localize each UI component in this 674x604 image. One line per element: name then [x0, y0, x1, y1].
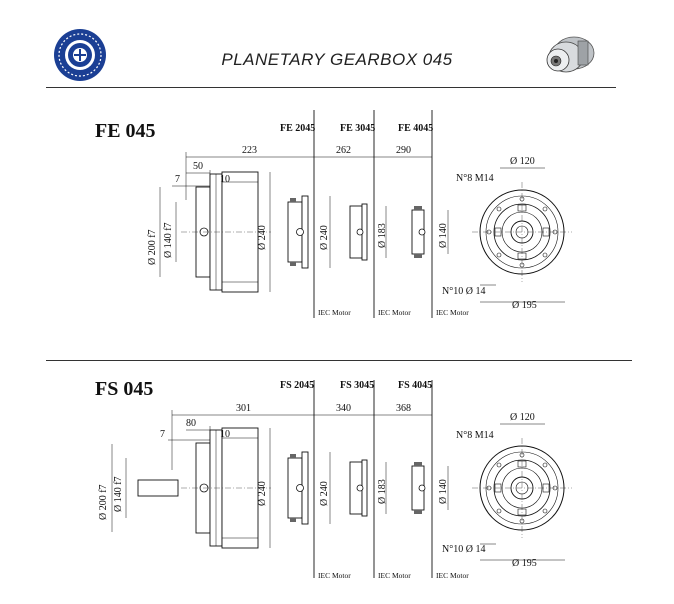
flange-outer: Ø 195: [512, 300, 537, 311]
flange-pcd: Ø 120: [510, 156, 535, 167]
variant-label: FS 2045: [280, 380, 315, 391]
diameter-label: Ø 183: [377, 223, 388, 248]
diameter-label: Ø 240: [319, 225, 330, 250]
length-dimension: 223: [242, 145, 257, 156]
motor-label: IEC Motor: [378, 571, 411, 580]
document-title: PLANETARY GEARBOX 045: [221, 50, 453, 69]
length-dimension: 262: [336, 145, 351, 156]
variant-label: FE 4045: [398, 123, 434, 134]
dimension-a: 7: [160, 429, 165, 440]
variant-label: FS 3045: [340, 380, 375, 391]
diameter-label: Ø 200 f7: [98, 484, 109, 520]
flange-pcd: Ø 120: [510, 412, 535, 423]
flange-bolts: N°8 M14: [456, 430, 494, 441]
diameter-label: Ø 240: [257, 481, 268, 506]
motor-label: IEC Motor: [436, 571, 469, 580]
dimension-b: 50: [193, 161, 203, 172]
motor-label: IEC Motor: [318, 571, 351, 580]
variant-label: FE 3045: [340, 123, 376, 134]
flange-outer: Ø 195: [512, 558, 537, 569]
dimension-c: 10: [220, 174, 230, 185]
length-dimension: 368: [396, 403, 411, 414]
diameter-label: Ø 200 f7: [147, 229, 158, 265]
flange-holes: N°10 Ø 14: [442, 544, 486, 555]
length-dimension: 301: [236, 403, 251, 414]
diameter-label: Ø 140: [438, 479, 449, 504]
motor-label: IEC Motor: [378, 308, 411, 317]
diameter-label: Ø 140 f7: [163, 222, 174, 258]
model-title: FS 045: [95, 378, 154, 400]
diameter-label: Ø 240: [257, 225, 268, 250]
dimension-c: 10: [220, 429, 230, 440]
length-dimension: 290: [396, 145, 411, 156]
dimension-a: 7: [175, 174, 180, 185]
variant-label: FS 4045: [398, 380, 433, 391]
diameter-label: Ø 140: [438, 223, 449, 248]
motor-label: IEC Motor: [318, 308, 351, 317]
dimension-b: 80: [186, 418, 196, 429]
diameter-label: Ø 183: [377, 479, 388, 504]
diameter-label: Ø 140 f7: [113, 476, 124, 512]
flange-holes: N°10 Ø 14: [442, 286, 486, 297]
model-title: FE 045: [95, 120, 156, 142]
diameter-label: Ø 240: [319, 481, 330, 506]
variant-label: FE 2045: [280, 123, 316, 134]
header-rule: [46, 87, 616, 88]
motor-label: IEC Motor: [436, 308, 469, 317]
flange-bolts: N°8 M14: [456, 173, 494, 184]
section-divider: [46, 360, 632, 361]
length-dimension: 340: [336, 403, 351, 414]
